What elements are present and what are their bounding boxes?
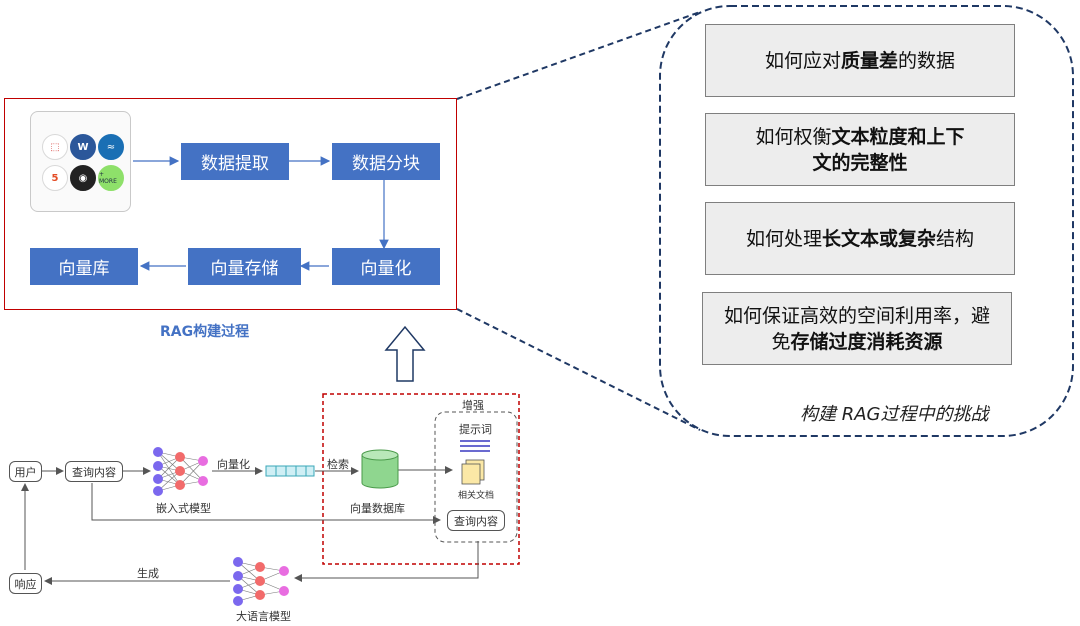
pipeline-frame: [4, 98, 457, 310]
vector-db-label: 向量数据库: [350, 502, 405, 515]
llm-label: 大语言模型: [236, 610, 291, 623]
challenge-item: 如何处理长文本或复杂结构: [705, 202, 1015, 275]
step-vector-db: 向量库: [30, 248, 138, 285]
step-data-extraction: 数据提取: [181, 143, 289, 180]
step-data-chunking: 数据分块: [332, 143, 440, 180]
challenge-item: 如何保证高效的空间利用率，避免存储过度消耗资源: [702, 292, 1012, 365]
prompt-label: 提示词: [459, 423, 492, 436]
step-vector-storage: 向量存储: [188, 248, 301, 285]
challenge-item: 如何权衡文本粒度和上下文的完整性: [705, 113, 1015, 186]
embed-model-label: 嵌入式模型: [156, 502, 211, 515]
pipeline-caption: RAG构建过程: [160, 324, 250, 340]
data-sources-panel: ⬚ W ≈ 5 ◉ + MORE: [30, 111, 131, 212]
up-arrow: [384, 325, 426, 382]
zoom-line-bottom: [456, 308, 701, 431]
docs-icon: [461, 459, 485, 485]
query-box: 查询内容: [65, 461, 123, 482]
web-icon: ≈: [98, 134, 124, 160]
database-icon: [361, 449, 399, 489]
vector-strip-icon: [265, 465, 315, 477]
zoom-line-top: [456, 11, 701, 100]
pdf-icon: ⬚: [42, 134, 68, 160]
augment-label: 增强: [462, 399, 484, 412]
embed-network-icon: [153, 447, 208, 496]
word-icon: W: [70, 134, 96, 160]
user-box: 用户: [9, 461, 42, 482]
retrieval-area: [322, 393, 520, 565]
llm-network-icon: [233, 557, 289, 606]
html5-icon: 5: [42, 165, 68, 191]
more-sources-badge: + MORE: [98, 165, 124, 191]
retrieve-label: 检索: [327, 458, 349, 471]
related-docs-label: 相关文档: [458, 491, 495, 501]
prompt-lines-icon: [460, 440, 490, 452]
step-vectorize: 向量化: [332, 248, 440, 285]
challenges-caption: 构建 RAG过程中的挑战: [800, 404, 989, 425]
challenge-item: 如何应对质量差的数据: [705, 24, 1015, 97]
vectorize-label: 向量化: [217, 458, 250, 471]
generate-label: 生成: [137, 567, 159, 580]
augment-area: [434, 411, 518, 543]
response-box: 响应: [9, 573, 42, 594]
query-box-augmented: 查询内容: [447, 510, 505, 531]
openai-icon: ◉: [70, 165, 96, 191]
challenges-frame: [659, 5, 1074, 437]
